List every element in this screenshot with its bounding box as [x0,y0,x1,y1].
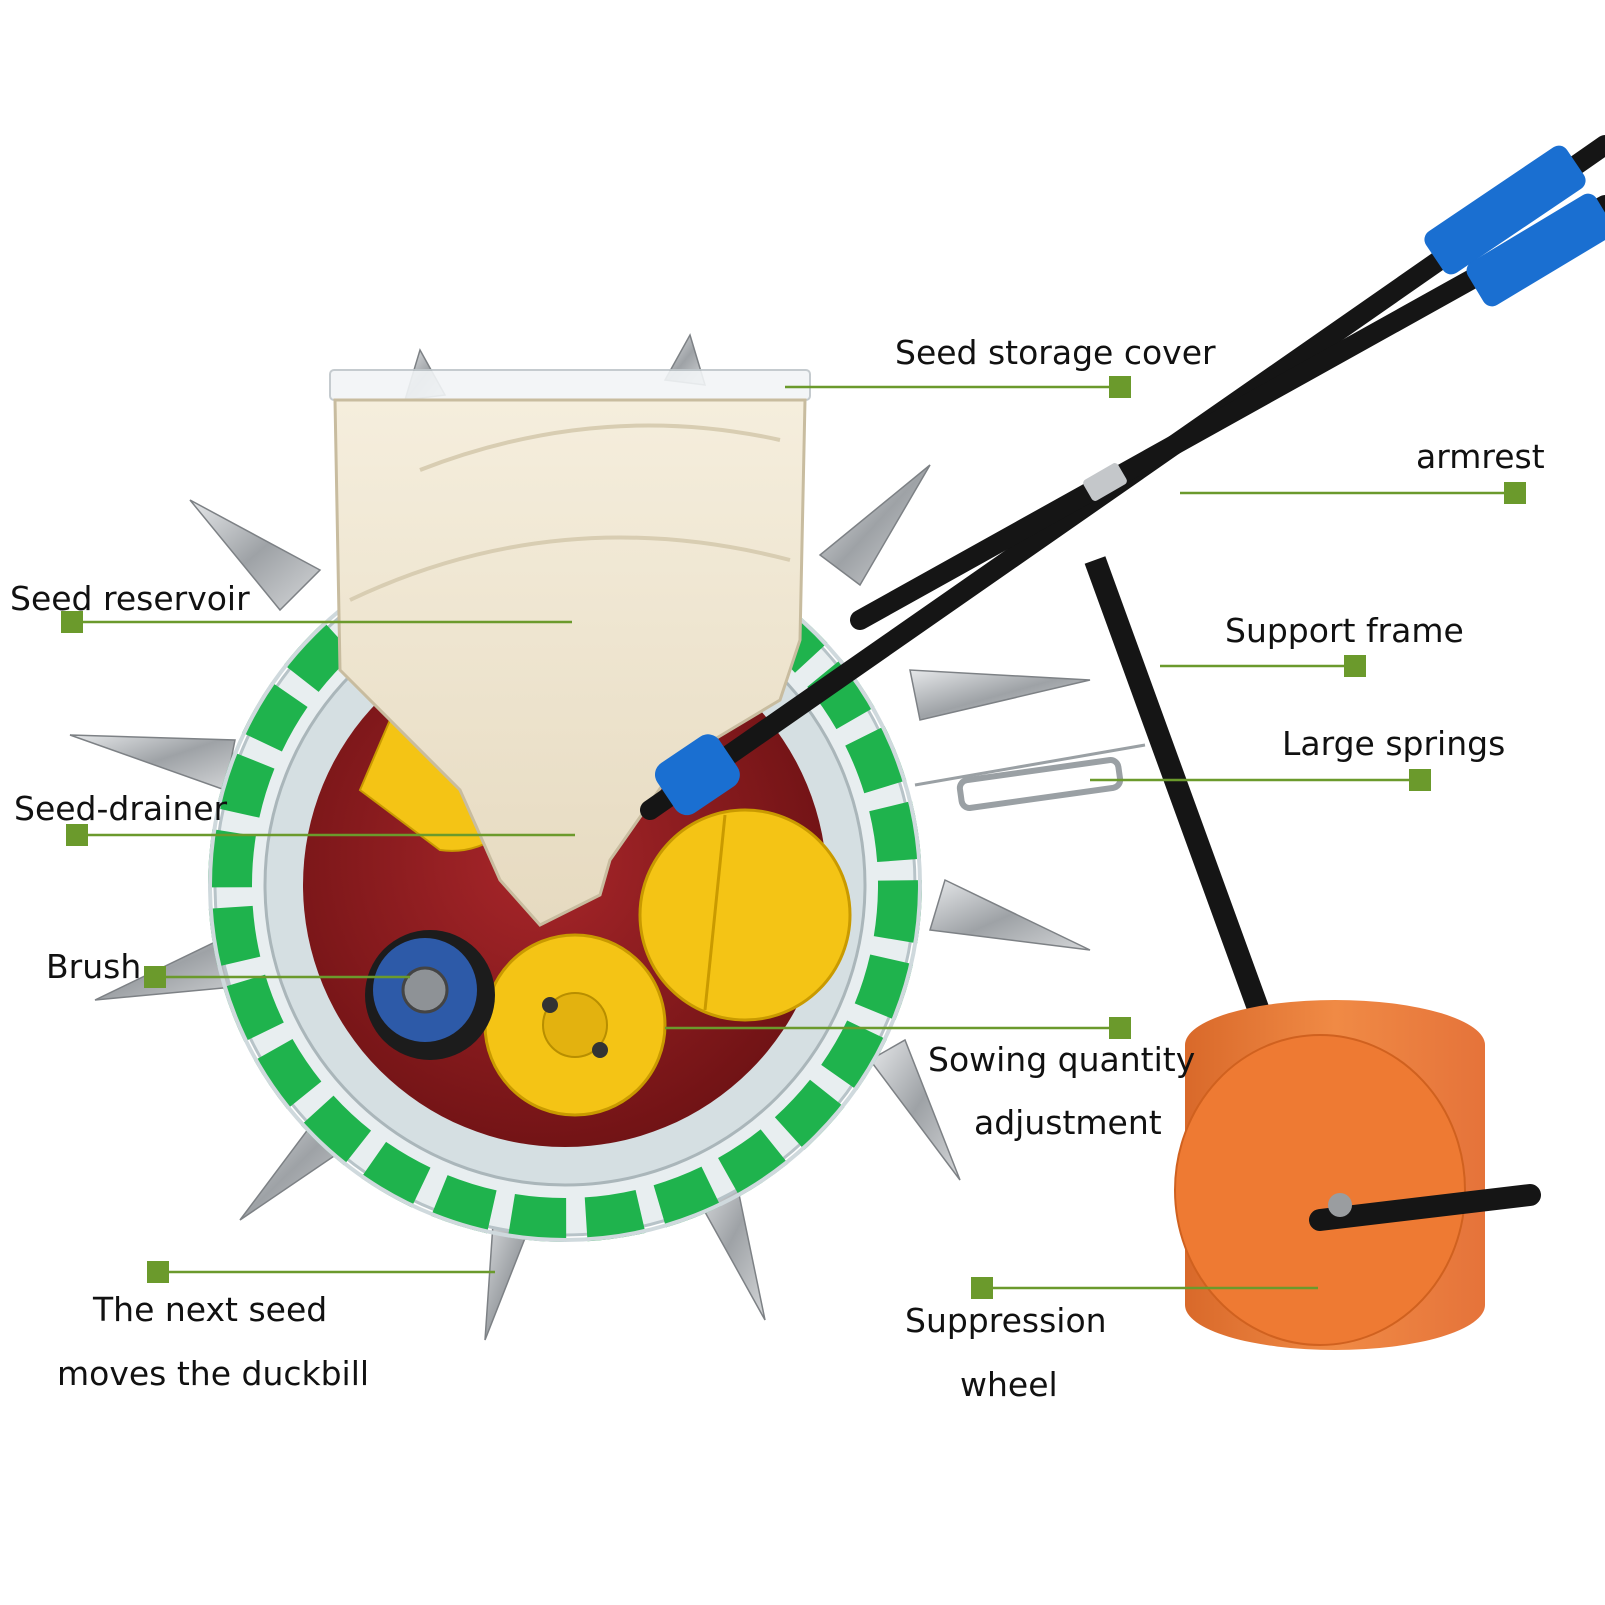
label-armrest: armrest [1416,437,1545,476]
callout-marker-support-frame [1344,655,1366,677]
label-sowing-quantity: Sowing quantity [928,1040,1196,1079]
label-next-seed: The next seed [93,1290,328,1329]
seed-hopper [329,369,811,927]
label-seed-drainer: Seed-drainer [14,789,228,828]
callout-marker-next-seed [147,1261,169,1283]
callout-marker-seed-drainer [66,824,88,846]
label-seed-reservoir: Seed reservoir [10,579,250,618]
callout-marker-large-springs [1409,769,1431,791]
callout-marker-brush [144,966,166,988]
label-sowing-adjustment: adjustment [974,1103,1162,1142]
callout-marker-seed-reservoir [61,611,83,633]
frame-and-roller [914,556,1541,1350]
label-wheel: wheel [960,1365,1058,1404]
callout-marker-sowing-quantity [1109,1017,1131,1039]
label-large-springs: Large springs [1282,724,1506,763]
wheel-spikes [69,333,1091,1341]
callout-marker-seed-storage-cover [1109,376,1131,398]
handle [640,135,1605,820]
label-moves-duckbill: moves the duckbill [57,1354,370,1393]
label-seed-storage-cover: Seed storage cover [895,333,1216,372]
callout-marker-armrest [1504,482,1526,504]
label-brush: Brush [46,947,142,986]
label-support-frame: Support frame [1225,611,1464,650]
callout-marker-suppression-wheel [971,1277,993,1299]
label-suppression: Suppression [905,1301,1107,1340]
